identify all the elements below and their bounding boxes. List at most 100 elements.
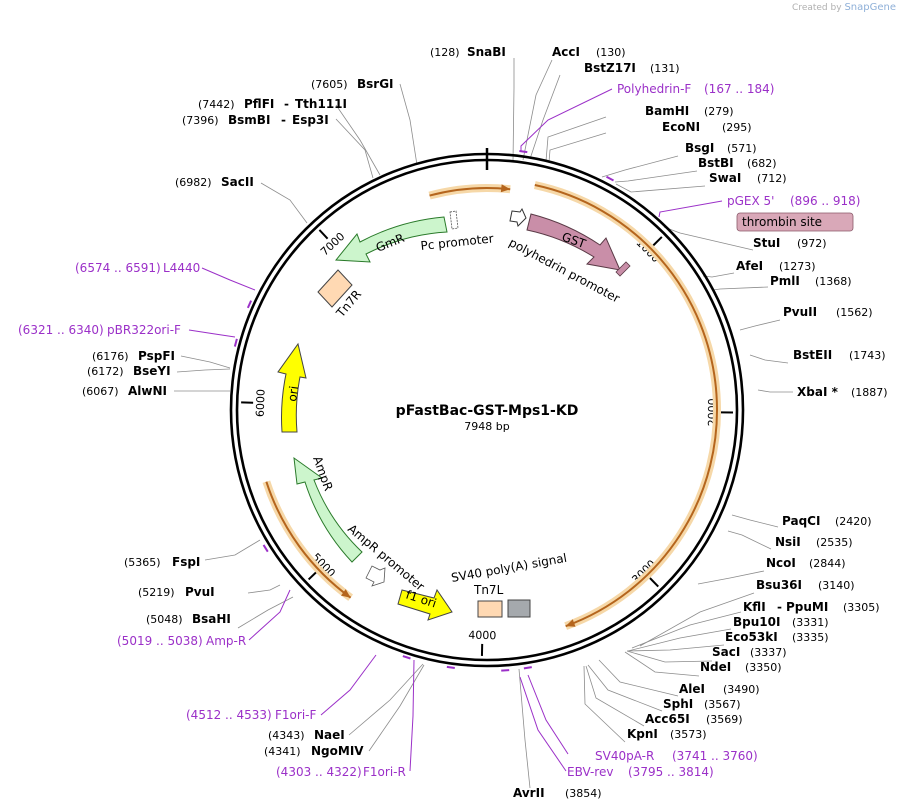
- primer-pbr322ori-f: pBR322ori-F: [107, 323, 181, 337]
- site-avrii-pos: (3854): [565, 787, 602, 800]
- site-alwni: AlwNI: [128, 384, 167, 398]
- primer-ebv-rev-range: (3795 .. 3814): [628, 765, 714, 779]
- ampr-promoter-label: AmpR promoter: [345, 522, 427, 594]
- site-pspfi: PspFI: [138, 349, 175, 363]
- primer-mark-7: [233, 338, 238, 347]
- site-sep-kfli: -: [777, 600, 782, 614]
- site-tth111i: Tth111I: [295, 97, 347, 111]
- ori-arrow: [277, 342, 307, 433]
- primer-mark-2: [501, 669, 510, 672]
- ori-label: ori: [285, 385, 301, 402]
- site-sphi: SphI: [663, 697, 693, 711]
- site-bsrgi: BsrGI: [357, 77, 394, 91]
- site-bamhi: BamHI: [645, 104, 689, 118]
- site-fspi: FspI: [172, 555, 200, 569]
- site-bsteii: BstEII: [793, 348, 832, 362]
- orange-arc-left-arrowhead: [341, 589, 351, 598]
- site-ngomiv: NgoMIV: [311, 744, 364, 758]
- leader-lines: [174, 58, 793, 789]
- site-pvui-pos: (5219): [138, 586, 175, 599]
- site-sacii-pos: (6982): [175, 176, 212, 189]
- site-esp3i: Esp3I: [292, 113, 329, 127]
- primer-pbr322ori-f-range: (6321 .. 6340): [18, 323, 104, 337]
- f1-ori-arrow: [397, 588, 453, 621]
- primer-mark-5: [402, 655, 411, 660]
- site-sphi-pos: (3567): [704, 698, 741, 711]
- site-ndei: NdeI: [700, 660, 731, 674]
- primer-mark-4: [446, 665, 455, 670]
- credit-prefix: Created by: [792, 3, 842, 13]
- site-paqci-pos: (2420): [835, 515, 872, 528]
- site-bsmbi: BsmBI: [228, 113, 270, 127]
- primer-sv40pa-r-range: (3741 .. 3760): [672, 749, 758, 763]
- site-swai-pos: (712): [757, 172, 787, 185]
- site-bsu36i-pos: (3140): [818, 579, 855, 592]
- plasmid-title: pFastBac-GST-Mps1-KD: [396, 403, 579, 419]
- site-pflfi: PflFI: [244, 97, 274, 111]
- site-naei-pos: (4343): [268, 729, 305, 742]
- site-sep-pflfi: -: [284, 97, 289, 111]
- site-alwni-pos: (6067): [82, 385, 119, 398]
- orange-arcs: [262, 181, 721, 630]
- site-bsrgi-pos: (7605): [311, 78, 348, 91]
- site-econi-pos: (295): [722, 121, 752, 134]
- primer-mark-6: [262, 544, 269, 553]
- site-nsii: NsiI: [775, 535, 801, 549]
- site-bsahi-pos: (5048): [146, 613, 183, 626]
- plasmid-size: 7948 bp: [464, 420, 509, 433]
- primer-l4440-range: (6574 .. 6591): [75, 261, 161, 275]
- site-acci: AccI: [552, 45, 580, 59]
- primer-pgex5: pGEX 5': [727, 194, 774, 208]
- site-bsgi: BsgI: [685, 141, 714, 155]
- orange-arc-right: [534, 184, 718, 628]
- site-ncoi: NcoI: [766, 556, 796, 570]
- tick-label-6000: 6000: [254, 389, 268, 417]
- thrombin-site-mark: [615, 261, 631, 277]
- site-bsgi-pos: (571): [727, 142, 757, 155]
- orange-arc-top-arrowhead: [500, 184, 511, 193]
- site-bsmbi-pos: (7396): [182, 114, 219, 127]
- site-pvuii: PvuII: [783, 305, 817, 319]
- site-pvui: PvuI: [185, 585, 215, 599]
- site-xbai-pos: (1887): [851, 386, 888, 399]
- site-naei: NaeI: [314, 728, 345, 742]
- site-bamhi-pos: (279): [704, 105, 734, 118]
- primer-l4440: L4440: [163, 261, 200, 275]
- tn7r-box: [317, 269, 353, 308]
- primer-amp-r: Amp-R: [206, 634, 246, 648]
- site-ndei-pos: (3350): [745, 661, 782, 674]
- primer-f1ori-f-range: (4512 .. 4533): [186, 708, 272, 722]
- site-acc65i-pos: (3569): [706, 713, 743, 726]
- tn7l-box: [477, 600, 503, 618]
- site-kfli: KflI: [743, 600, 766, 614]
- site-fspi-pos: (5365): [124, 556, 161, 569]
- site-afei-pos: (1273): [779, 260, 816, 273]
- site-pspfi-pos: (6176): [92, 350, 129, 363]
- site-bseyi: BseYI: [133, 364, 171, 378]
- site-acc65i: Acc65I: [645, 712, 690, 726]
- site-bsahi: BsaHI: [192, 612, 231, 626]
- tick-7000: [318, 229, 329, 240]
- primer-polyhedrin-f: Polyhedrin-F: [617, 82, 691, 96]
- site-ppumi-pos: (3305): [843, 601, 880, 614]
- tn7l-label: Tn7L: [473, 583, 504, 597]
- tick-label-4000: 4000: [468, 629, 496, 643]
- site-bpu10i-pos: (3331): [792, 616, 829, 629]
- site-ngomiv-pos: (4341): [264, 745, 301, 758]
- site-nsii-pos: (2535): [816, 536, 853, 549]
- ampr-arrow: [293, 456, 363, 563]
- primer-polyhedrin-f-range: (167 .. 184): [704, 82, 774, 96]
- site-pmli-pos: (1368): [815, 275, 852, 288]
- site-bsteii-pos: (1743): [849, 349, 886, 362]
- ampr-promoter-arrow: [365, 565, 386, 587]
- site-paqci: PaqCI: [782, 514, 820, 528]
- site-kpni: KpnI: [627, 727, 658, 741]
- site-bstz17i-pos: (131): [650, 62, 680, 75]
- site-pflfi-pos: (7442): [198, 98, 235, 111]
- site-bpu10i: Bpu10I: [733, 615, 780, 629]
- primer-sv40pa-r: SV40pA-R: [595, 749, 654, 763]
- primer-mark-3: [523, 666, 532, 670]
- site-saci: SacI: [712, 645, 740, 659]
- polyhedrin-promoter-arrow: [509, 207, 527, 227]
- thrombin-site-box: [736, 212, 854, 232]
